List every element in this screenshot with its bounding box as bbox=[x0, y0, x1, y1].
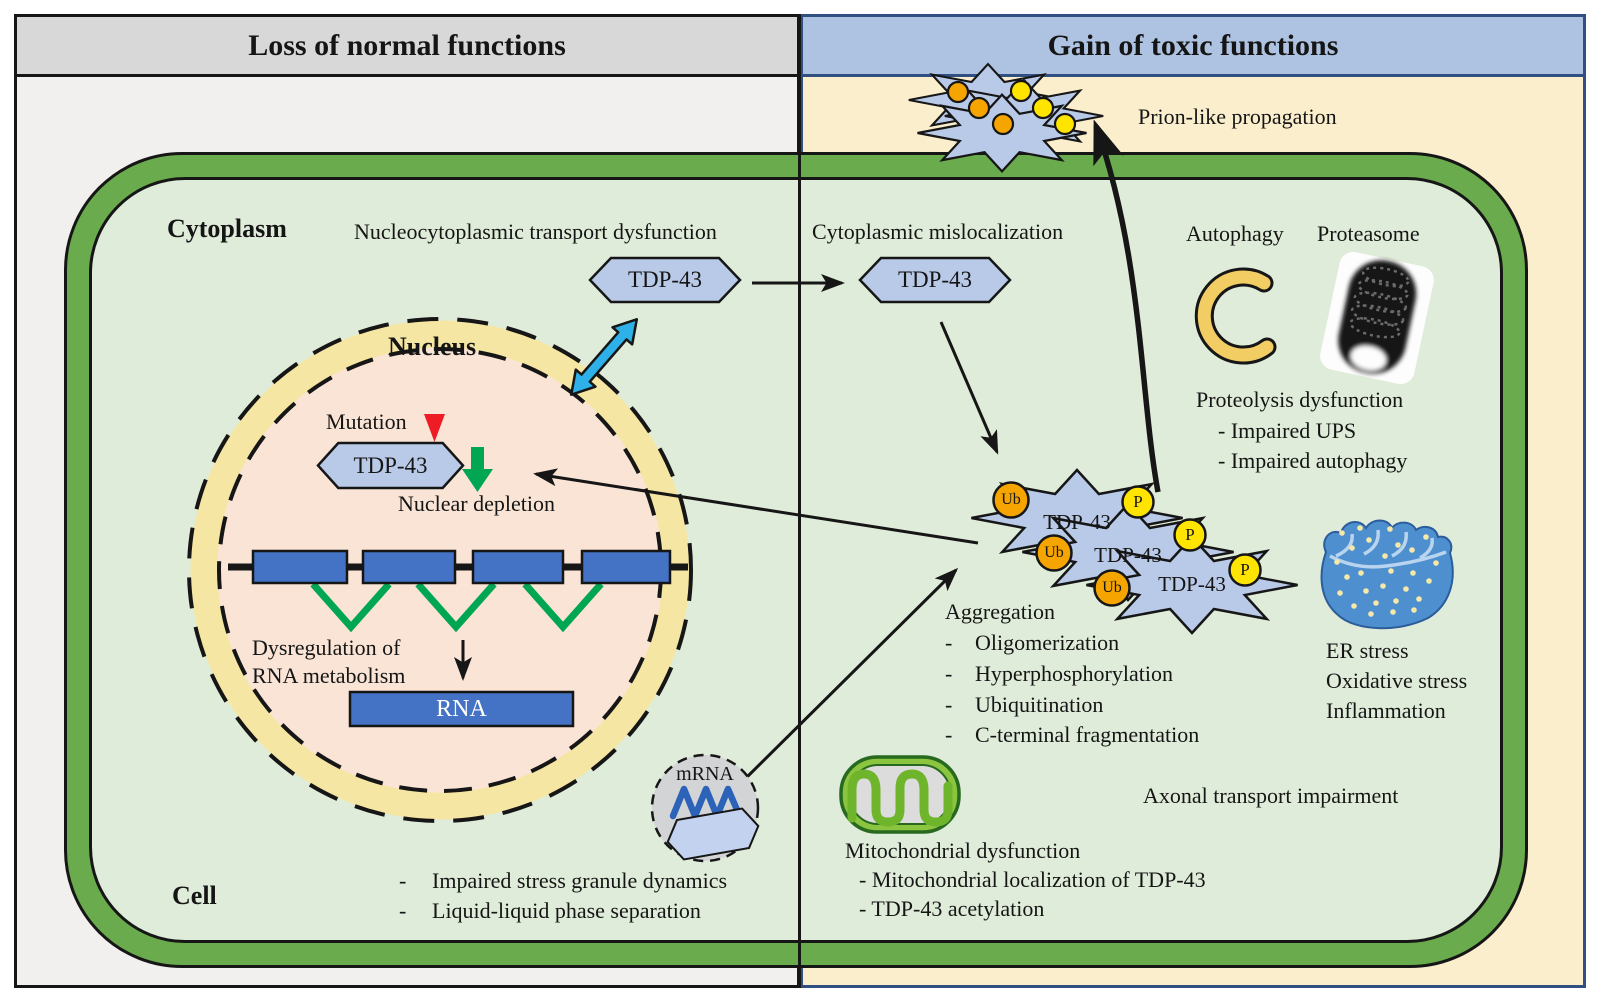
aggregate-star2-label: TDP-43 bbox=[1094, 542, 1162, 567]
stress-granule-item: - Liquid-liquid phase separation bbox=[399, 898, 701, 924]
stress-granule-item: - Impaired stress granule dynamics bbox=[399, 868, 727, 894]
ub-label: Ub bbox=[1001, 491, 1021, 508]
aggregation-item-label: Ubiquitination bbox=[975, 692, 1104, 717]
mitochondrial-item: - TDP-43 acetylation bbox=[859, 896, 1045, 921]
mrna-label: mRNA bbox=[676, 762, 734, 785]
tdp43-nucleus-label: TDP-43 bbox=[353, 452, 428, 478]
aggregation-item-label: Oligomerization bbox=[975, 630, 1120, 655]
tdp43-hexagon-cytoplasm bbox=[588, 256, 742, 304]
to-aggregate-arrow bbox=[939, 321, 999, 455]
tdp43-cytoplasm-label: TDP-43 bbox=[627, 267, 703, 292]
aggregate-star3-label: TDP-43 bbox=[1158, 571, 1226, 596]
bullet-dash: - bbox=[945, 692, 953, 717]
panel-divider bbox=[798, 14, 801, 988]
proteasome-label: Proteasome bbox=[1317, 221, 1420, 246]
exon-box bbox=[251, 549, 349, 585]
mitochondrial-item: - Mitochondrial localization of TDP-43 bbox=[859, 867, 1206, 892]
rna-label: RNA bbox=[436, 695, 487, 722]
ubiquitin-circles bbox=[992, 481, 1131, 607]
header-left-title: Loss of normal functions bbox=[248, 28, 566, 62]
gene-splicing-icon bbox=[228, 549, 688, 633]
exon-box bbox=[580, 549, 672, 585]
exon-box bbox=[361, 549, 457, 585]
er-icon bbox=[1320, 519, 1454, 630]
bullet-dash: - bbox=[945, 661, 953, 686]
tdp43-hexagon-nucleus bbox=[316, 441, 465, 490]
aggregation-item: - Hyperphosphorylation bbox=[945, 661, 1173, 687]
aggregation-item-label: Hyperphosphorylation bbox=[975, 661, 1173, 686]
depletion-down-arrow-icon bbox=[462, 447, 493, 492]
proteolysis-item: - Impaired autophagy bbox=[1218, 448, 1408, 473]
cytoplasm-label: Cytoplasm bbox=[167, 214, 287, 243]
stress-granule-item-label: Impaired stress granule dynamics bbox=[432, 868, 728, 893]
header-loss-of-normal-functions: Loss of normal functions bbox=[14, 14, 800, 77]
er-stress-line: Oxidative stress bbox=[1326, 668, 1468, 693]
proteasome-icon bbox=[1320, 251, 1434, 385]
bullet-dash: - bbox=[945, 630, 953, 655]
cell-membrane bbox=[64, 152, 1528, 968]
aggregation-item: - Ubiquitination bbox=[945, 692, 1103, 718]
dysregulation-line2: RNA metabolism bbox=[252, 663, 406, 688]
p-label: P bbox=[1185, 525, 1195, 544]
prion-propagation-label: Prion-like propagation bbox=[1138, 104, 1337, 129]
bullet-dash: - bbox=[945, 722, 953, 747]
stress-granule-item-label: Liquid-liquid phase separation bbox=[432, 898, 701, 923]
granule-to-aggregate-arrow bbox=[745, 567, 959, 779]
phospho-circles bbox=[1121, 485, 1262, 587]
header-gain-of-toxic-functions: Gain of toxic functions bbox=[800, 14, 1586, 77]
prion-propagation-arrow bbox=[1093, 119, 1161, 493]
stress-granule-icon bbox=[650, 753, 760, 863]
nucleocytoplasmic-transport-label: Nucleocytoplasmic transport dysfunction bbox=[354, 219, 717, 244]
header-right-title: Gain of toxic functions bbox=[1047, 28, 1339, 62]
nuclear-envelope-outer bbox=[187, 317, 693, 823]
ub-label: Ub bbox=[1102, 579, 1122, 596]
nuclear-depletion-label: Nuclear depletion bbox=[398, 491, 555, 516]
bullet-dash: - bbox=[399, 868, 407, 893]
prion-ptm-dots bbox=[946, 79, 1077, 136]
dysregulation-line1: Dysregulation of bbox=[252, 635, 401, 660]
cytoplasmic-mislocalization-label: Cytoplasmic mislocalization bbox=[812, 219, 1064, 244]
aggregate-to-nucleus-arrow bbox=[533, 468, 979, 545]
aggregation-title: Aggregation bbox=[945, 599, 1055, 624]
tdp43-mislocalized-label: TDP-43 bbox=[897, 267, 973, 292]
p-label: P bbox=[1240, 560, 1250, 579]
aggregation-item: - C-terminal fragmentation bbox=[945, 722, 1199, 748]
nucleocytoplasmic-shuttle-arrow bbox=[569, 318, 639, 396]
bullet-dash: - bbox=[399, 898, 407, 923]
nucleus-label: Nucleus bbox=[388, 332, 477, 361]
autophagosome-icon bbox=[1194, 267, 1277, 365]
aggregation-item-label: C-terminal fragmentation bbox=[975, 722, 1200, 747]
exon-box bbox=[471, 549, 565, 585]
p-label: P bbox=[1133, 492, 1143, 511]
er-stress-line: Inflammation bbox=[1326, 698, 1446, 723]
cell-label: Cell bbox=[172, 881, 217, 910]
tdp43-hexagon-mislocalized bbox=[858, 256, 1012, 304]
axonal-transport-label: Axonal transport impairment bbox=[1143, 783, 1399, 808]
aggregation-item: - Oligomerization bbox=[945, 630, 1119, 656]
proteolysis-title: Proteolysis dysfunction bbox=[1196, 387, 1404, 412]
ub-label: Ub bbox=[1044, 544, 1064, 561]
autophagy-label: Autophagy bbox=[1186, 221, 1284, 246]
proteolysis-item: - Impaired UPS bbox=[1218, 418, 1357, 443]
mutation-triangle-icon bbox=[424, 414, 445, 442]
rna-box bbox=[348, 690, 575, 728]
mitochondria-icon bbox=[839, 755, 961, 834]
mitochondrial-dysfunction-title: Mitochondrial dysfunction bbox=[845, 838, 1081, 863]
mutation-label: Mutation bbox=[326, 409, 407, 434]
er-stress-line: ER stress bbox=[1326, 638, 1409, 663]
aggregate-star1-label: TDP-43 bbox=[1043, 509, 1111, 534]
